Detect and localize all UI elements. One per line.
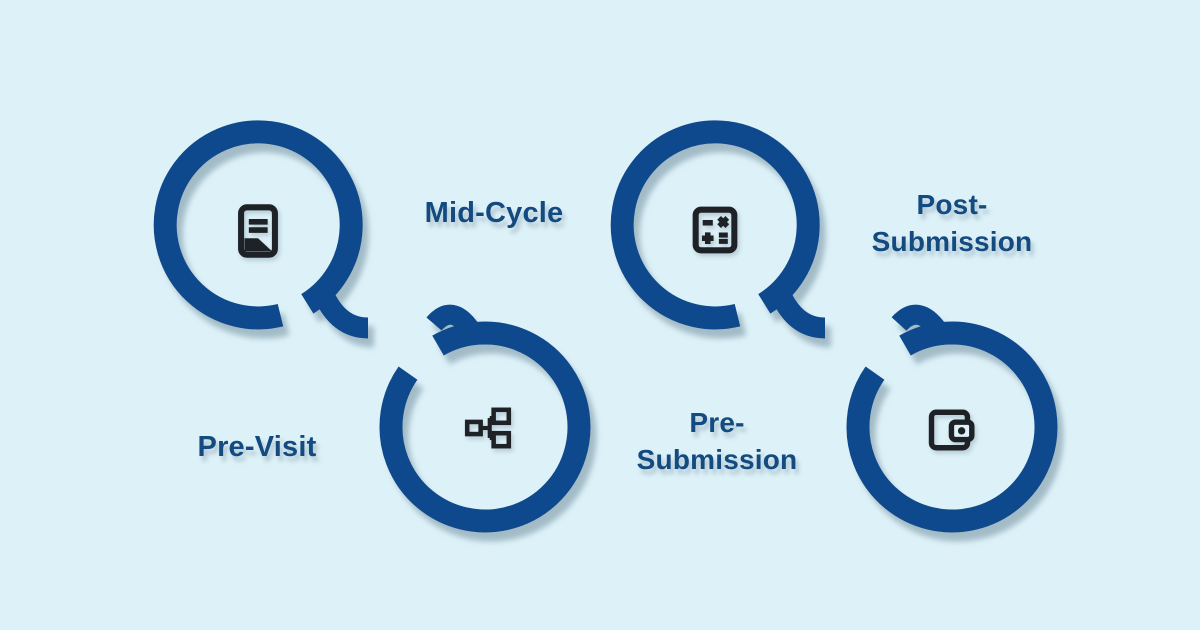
loop2-ring <box>610 120 820 330</box>
document-icon <box>238 204 278 258</box>
flow-icon <box>464 407 512 449</box>
stage-label-pre-visit: Pre-Visit <box>197 431 317 463</box>
wallet-icon <box>928 409 975 451</box>
loop1-ring <box>153 120 363 330</box>
stage-label-post-submission: Post- Submission <box>871 189 1033 257</box>
top-loops <box>153 120 826 339</box>
stage-label-mid-cycle: Mid-Cycle <box>424 197 564 229</box>
loop1-exit-stroke <box>313 288 369 339</box>
loop2-exit-stroke <box>770 288 826 339</box>
calculator-icon <box>692 206 738 254</box>
loop3-ring <box>379 321 591 533</box>
loop4-ring <box>846 321 1058 533</box>
stage-label-pre-submission: Pre- Submission <box>636 407 798 475</box>
